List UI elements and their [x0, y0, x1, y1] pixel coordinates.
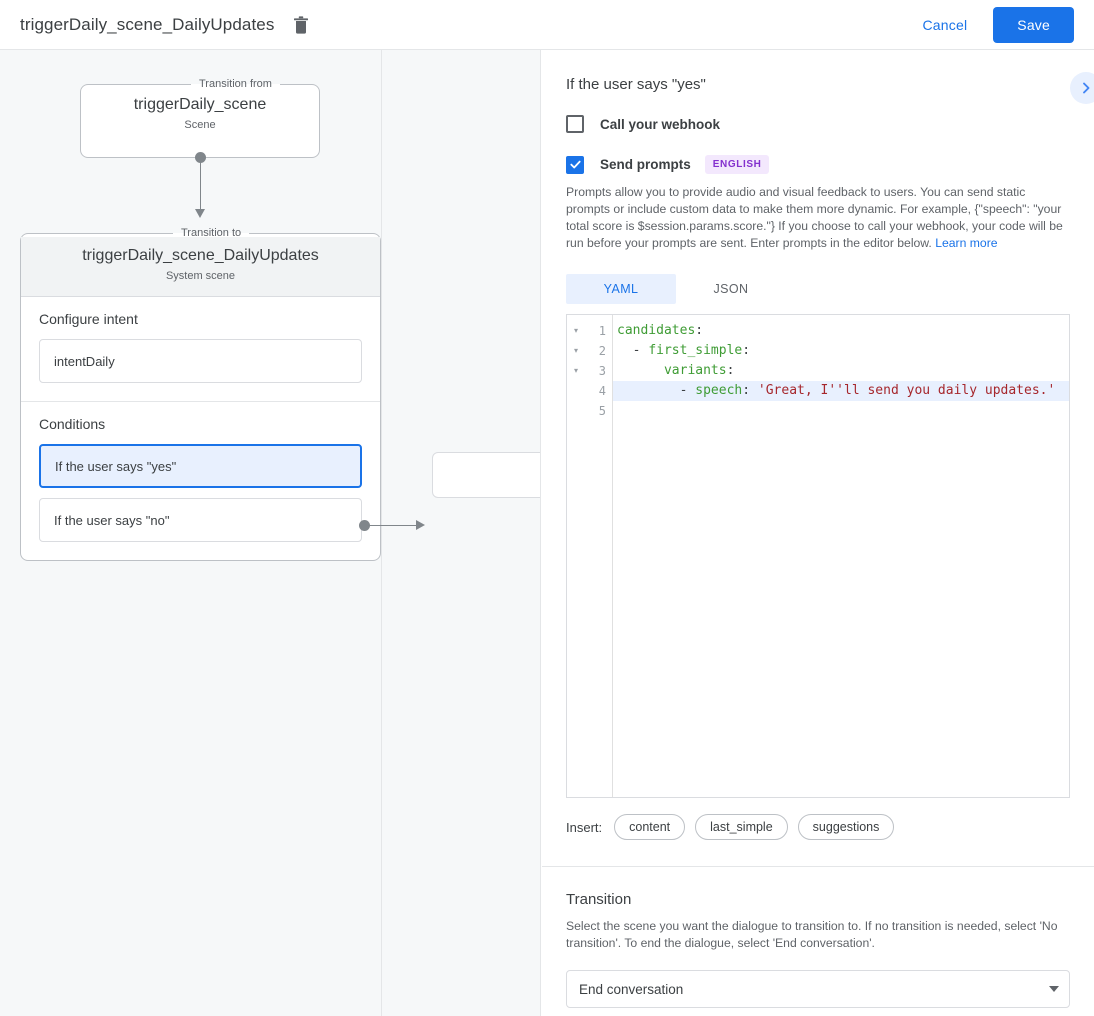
editor-line-numbers: 1 2 3 4 5: [585, 315, 613, 797]
flow-canvas[interactable]: Transition from triggerDaily_scene Scene…: [0, 50, 541, 1016]
language-badge: ENGLISH: [704, 155, 770, 174]
node-from-subtitle: Scene: [184, 119, 216, 131]
webhook-label: Call your webhook: [600, 116, 721, 132]
code-line[interactable]: - first_simple:: [613, 341, 1069, 361]
condition-item-yes[interactable]: If the user says "yes": [39, 444, 362, 488]
connector-arrow-icon: [195, 209, 205, 218]
panel-divider: [542, 866, 1094, 867]
code-token: speech: [695, 383, 743, 398]
code-token: -: [617, 343, 649, 358]
transition-section: Transition Select the scene you want the…: [566, 867, 1070, 1008]
fold-toggle-icon: [567, 401, 585, 421]
conditions-title: Conditions: [39, 416, 106, 432]
chevron-right-icon: [1083, 82, 1090, 94]
configure-intent-section: Configure intent intentDaily: [21, 297, 380, 401]
code-token: -: [617, 383, 696, 398]
node-transition-from[interactable]: Transition from triggerDaily_scene Scene: [80, 78, 320, 158]
fold-toggle-icon[interactable]: ▾: [573, 366, 578, 375]
chevron-down-icon: [1049, 986, 1059, 992]
insert-row: Insert: content last_simple suggestions: [566, 814, 1070, 840]
save-button[interactable]: Save: [993, 6, 1074, 43]
conditions-section: Conditions If the user says "yes" If the…: [21, 401, 380, 560]
editor-fold-gutter[interactable]: ▾ ▾ ▾: [567, 315, 585, 797]
connector-line: [200, 157, 201, 213]
node-to-title: triggerDaily_scene_DailyUpdates: [82, 247, 319, 264]
line-number: 1: [598, 324, 606, 338]
node-from-legend: Transition from: [199, 78, 272, 90]
node-stub[interactable]: [432, 452, 540, 498]
editor-format-tabs: YAML JSON: [566, 274, 1070, 304]
transition-select[interactable]: End conversation: [566, 970, 1070, 1008]
fold-toggle-icon[interactable]: ▾: [573, 326, 578, 335]
expand-panel-button[interactable]: [1070, 72, 1094, 104]
insert-chip-suggestions[interactable]: suggestions: [797, 814, 895, 840]
trash-icon: [294, 15, 309, 34]
send-prompts-label: Send prompts: [600, 157, 691, 172]
node-from-title: triggerDaily_scene: [133, 96, 267, 113]
code-token: :: [695, 323, 704, 338]
condition-edge-arrow-icon: [416, 520, 425, 530]
transition-description: Select the scene you want the dialogue t…: [566, 919, 1058, 950]
code-token: :: [742, 383, 758, 398]
fold-toggle-icon: [567, 381, 585, 401]
line-number: 4: [598, 384, 606, 398]
condition-item-no[interactable]: If the user says "no": [39, 498, 362, 542]
code-token: 'Great, I''ll send you daily updates.': [757, 383, 1056, 398]
learn-more-link[interactable]: Learn more: [935, 236, 998, 250]
delete-button[interactable]: [288, 12, 314, 38]
code-token: variants: [663, 363, 727, 378]
transition-select-value: End conversation: [579, 981, 684, 997]
node-to-subtitle: System scene: [165, 270, 236, 282]
transition-title: Transition: [566, 891, 632, 908]
panel-title: If the user says "yes": [566, 76, 706, 93]
fold-toggle-icon[interactable]: ▾: [573, 346, 578, 355]
webhook-checkbox[interactable]: [566, 115, 584, 133]
page-title: triggerDaily_scene_DailyUpdates: [20, 14, 275, 34]
code-token: :: [726, 363, 735, 378]
code-token: first_simple: [648, 343, 743, 358]
code-token: candidates: [617, 323, 696, 338]
insert-chip-content[interactable]: content: [614, 814, 686, 840]
details-panel-inner: If the user says "yes" Call your webhook…: [542, 50, 1094, 1008]
editor-code-area[interactable]: candidates: - first_simple: variants: - …: [613, 315, 1069, 797]
top-bar: triggerDaily_scene_DailyUpdates Cancel S…: [0, 0, 1094, 50]
prompts-description: Prompts allow you to provide audio and v…: [566, 184, 1070, 252]
intent-field[interactable]: intentDaily: [39, 339, 362, 383]
code-token: :: [742, 343, 751, 358]
line-number: 2: [598, 344, 606, 358]
insert-label: Insert:: [566, 819, 603, 835]
line-number: 3: [598, 364, 606, 378]
prompts-description-text: Prompts allow you to provide audio and v…: [566, 185, 1063, 250]
code-editor[interactable]: ▾ ▾ ▾ 1 2 3 4 5 candidates: - first_simple: va…: [566, 314, 1070, 798]
node-to-legend: Transition to: [181, 227, 242, 239]
webhook-row[interactable]: Call your webhook: [566, 115, 1070, 133]
cancel-button[interactable]: Cancel: [913, 9, 978, 41]
node-to-header: triggerDaily_scene_DailyUpdates System s…: [21, 237, 380, 297]
condition-edge-line: [369, 525, 421, 526]
node-transition-to[interactable]: Transition to triggerDaily_scene_DailyUp…: [20, 227, 381, 561]
code-token: [617, 363, 664, 378]
details-panel: If the user says "yes" Call your webhook…: [542, 50, 1094, 1016]
check-icon: [569, 160, 581, 169]
code-line[interactable]: variants:: [613, 361, 1069, 381]
insert-chip-last-simple[interactable]: last_simple: [695, 814, 788, 840]
line-number: 5: [598, 404, 606, 418]
top-bar-actions: Cancel Save: [913, 6, 1074, 43]
code-line[interactable]: candidates:: [613, 321, 1069, 341]
configure-intent-title: Configure intent: [39, 311, 138, 327]
code-line[interactable]: [613, 401, 1069, 421]
send-prompts-checkbox[interactable]: [566, 155, 584, 174]
code-line[interactable]: - speech: 'Great, I''ll send you daily u…: [613, 381, 1069, 401]
send-prompts-row[interactable]: Send prompts ENGLISH: [566, 155, 1070, 174]
tab-json[interactable]: JSON: [713, 282, 749, 296]
condition-anchor-dot: [359, 520, 370, 531]
tab-yaml[interactable]: YAML: [566, 274, 676, 304]
canvas-divider: [381, 50, 382, 1016]
